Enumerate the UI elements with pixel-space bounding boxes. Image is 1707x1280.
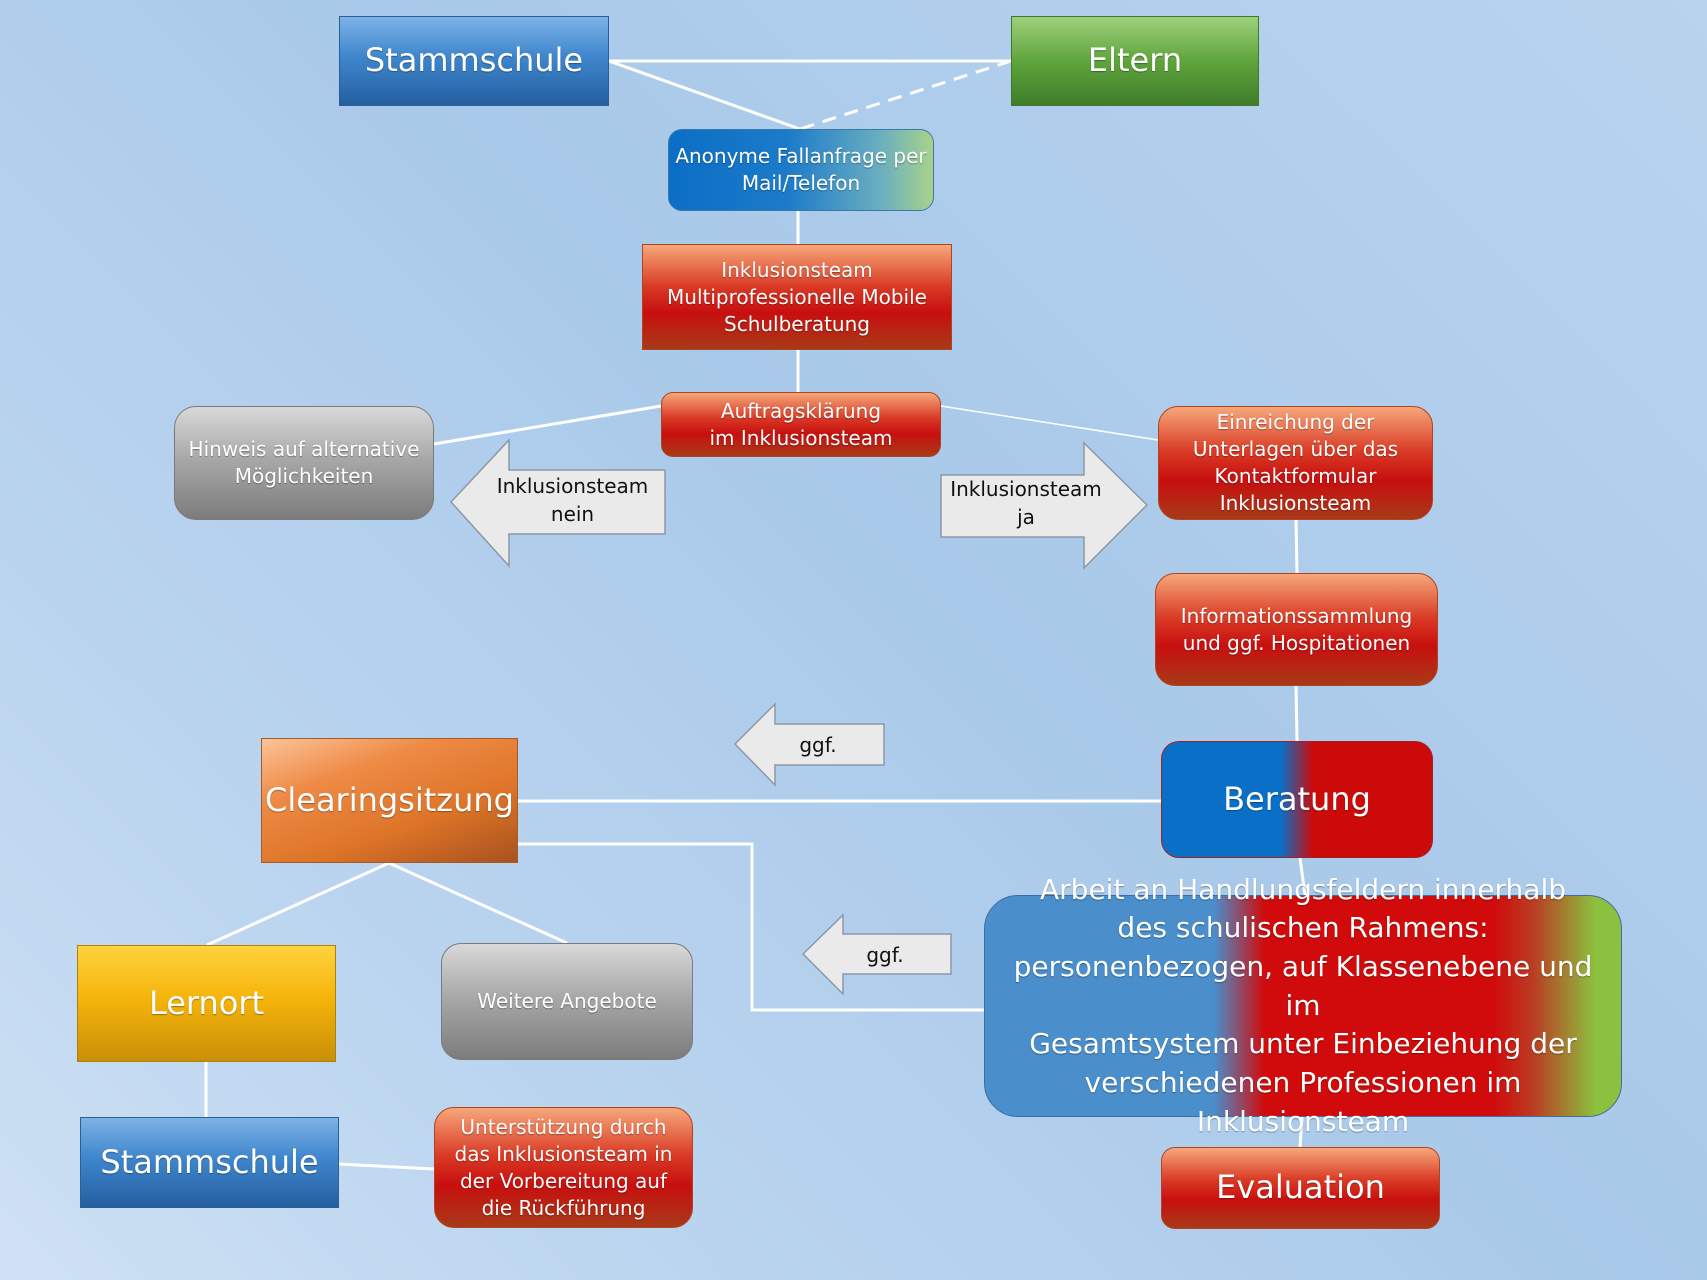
line-clearing-arbeit xyxy=(518,842,984,1012)
node-einreichung: Einreichung der Unterlagen über das Kont… xyxy=(1158,406,1433,520)
node-stammschule-bottom: Stammschule xyxy=(80,1117,339,1208)
line-auftrag-hinweis xyxy=(433,404,662,446)
line-info-beratung xyxy=(1294,685,1299,742)
label-ggf-lower: ggf. xyxy=(866,943,904,967)
node-beratung: Beratung xyxy=(1161,741,1433,858)
label-inklusionsteam-ja: Inklusionsteam ja xyxy=(950,477,1102,529)
line-arbeit-evaluation xyxy=(1298,1116,1304,1148)
node-unterstuetzung: Unterstützung durch das Inklusionsteam i… xyxy=(434,1107,693,1228)
line-clearing-lernort xyxy=(206,861,390,947)
line-clearing-weitere xyxy=(388,861,568,945)
node-clearingsitzung: Clearingsitzung xyxy=(261,738,518,863)
label-ggf-upper: ggf. xyxy=(799,733,837,757)
node-weitere-angebote: Weitere Angebote xyxy=(441,943,693,1060)
node-arbeit-handlungsfelder: Arbeit an Handlungsfeldern innerhalb des… xyxy=(984,873,1622,1138)
node-fallanfrage: Anonyme Fallanfrage per Mail/Telefon xyxy=(668,129,934,211)
node-hinweis: Hinweis auf alternative Möglichkeiten xyxy=(174,406,434,520)
node-eltern: Eltern xyxy=(1011,16,1259,106)
node-inklusionsteam: Inklusionsteam Multiprofessionelle Mobil… xyxy=(642,244,952,350)
line-einreichung-info xyxy=(1294,519,1299,574)
line-stammschule-unterstuetzung xyxy=(338,1162,435,1171)
node-stammschule-top: Stammschule xyxy=(339,16,609,106)
label-inklusionsteam-nein: Inklusionsteam nein xyxy=(496,474,649,526)
line-auftrag-einreichung xyxy=(940,405,1159,441)
line-eltern-fallanfrage xyxy=(799,59,1012,131)
arrow-left-ggf-lower xyxy=(801,913,952,996)
line-stammschule-fallanfrage xyxy=(608,59,801,131)
line-beratung-arbeit xyxy=(1298,857,1307,896)
node-lernort: Lernort xyxy=(77,945,336,1062)
node-evaluation: Evaluation xyxy=(1161,1147,1440,1229)
arrow-left-ggf-upper xyxy=(733,702,885,787)
node-informationssammlung: Informationssammlung und ggf. Hospitatio… xyxy=(1155,573,1438,686)
arrow-right-ja xyxy=(940,441,1149,570)
arrow-left-nein xyxy=(449,438,666,568)
node-auftragsklaerung: Auftragsklärung im Inklusionsteam xyxy=(661,392,941,457)
